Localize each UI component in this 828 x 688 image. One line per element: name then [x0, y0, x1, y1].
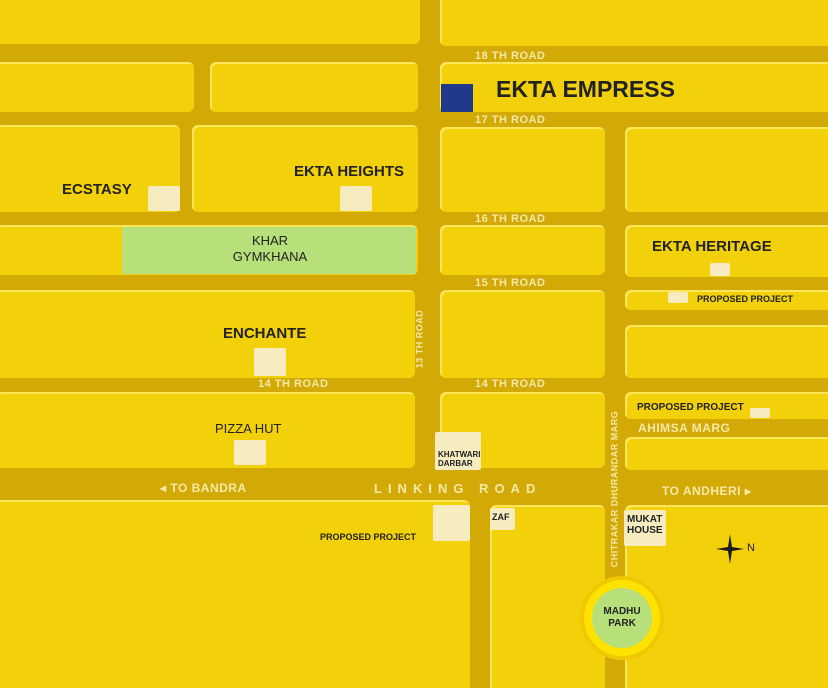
khar-gymkhana-area: [122, 227, 416, 274]
block: [0, 290, 415, 378]
road-label-17th: 17 TH ROAD: [475, 114, 546, 126]
khar-gymkhana-label: KHAR GYMKHANA: [232, 233, 308, 264]
ecstasy-marker: [148, 186, 180, 211]
madhu-park-roundabout: MADHU PARK: [584, 580, 660, 656]
block: [0, 62, 194, 112]
khatwari-darbar-label: KHATWARI DARBAR: [438, 450, 481, 468]
block: [625, 392, 828, 419]
proposed-project-marker: [668, 292, 688, 303]
road-label-chitrakar-dhurandar-marg: CHITRAKAR DHURANDAR MARG: [609, 410, 620, 568]
ekta-empress-label: EKTA EMPRESS: [496, 76, 675, 102]
block: [0, 392, 415, 468]
ekta-heritage-marker: [710, 263, 730, 276]
direction-to-andheri: TO ANDHERI ▸: [662, 484, 752, 498]
block: [0, 500, 470, 688]
road-label-15th: 15 TH ROAD: [475, 277, 546, 289]
block: [440, 0, 828, 46]
zaf-label: ZAF: [492, 512, 510, 522]
block: [625, 437, 828, 470]
enchante-label: ENCHANTE: [223, 325, 307, 342]
proposed-project-marker: [750, 408, 770, 418]
block: [0, 0, 420, 44]
khatwari-darbar-marker: [435, 432, 481, 470]
block: [625, 325, 828, 378]
proposed-project-label: PROPOSED PROJECT: [697, 294, 794, 304]
ekta-heritage-label: EKTA HERITAGE: [652, 238, 772, 255]
proposed-project-label: PROPOSED PROJECT: [320, 532, 417, 542]
madhu-park-label: MADHU PARK: [603, 606, 641, 629]
compass-rose-icon: [716, 534, 744, 564]
block: [490, 505, 605, 688]
madhu-park: MADHU PARK: [592, 588, 652, 648]
road-label-linking: LINKING ROAD: [374, 481, 542, 496]
road-label-18th: 18 TH ROAD: [475, 50, 546, 62]
compass-north-label: N: [747, 542, 755, 554]
ekta-empress-marker[interactable]: [441, 84, 473, 112]
block: [210, 62, 418, 112]
mukat-house-marker: [624, 510, 666, 546]
block: [440, 62, 828, 112]
road-label-16th: 16 TH ROAD: [475, 213, 546, 225]
pizza-hut-label: PIZZA HUT: [215, 421, 282, 436]
block: [192, 125, 418, 212]
block: [440, 127, 605, 212]
road-label-14th: 14 TH ROAD: [258, 378, 329, 390]
pizza-hut-marker: [234, 440, 266, 465]
ekta-heights-label: EKTA HEIGHTS: [294, 163, 405, 180]
road-label-14th: 14 TH ROAD: [475, 378, 546, 390]
block: [625, 127, 828, 212]
ecstasy-label: ECSTASY: [62, 181, 132, 198]
ekta-heights-marker: [340, 186, 372, 211]
enchante-marker: [254, 348, 286, 376]
mukat-house-label: MUKAT HOUSE: [627, 514, 663, 536]
block: [440, 290, 605, 378]
direction-to-bandra: ◂ TO BANDRA: [160, 481, 247, 495]
zaf-marker: [490, 508, 515, 530]
block: [440, 225, 605, 275]
proposed-project-marker: [433, 505, 470, 541]
proposed-project-label: PROPOSED PROJECT: [637, 402, 744, 413]
road-label-ahimsa-marg: AHIMSA MARG: [638, 421, 731, 435]
road-label-13th: 13 TH ROAD: [414, 309, 425, 369]
